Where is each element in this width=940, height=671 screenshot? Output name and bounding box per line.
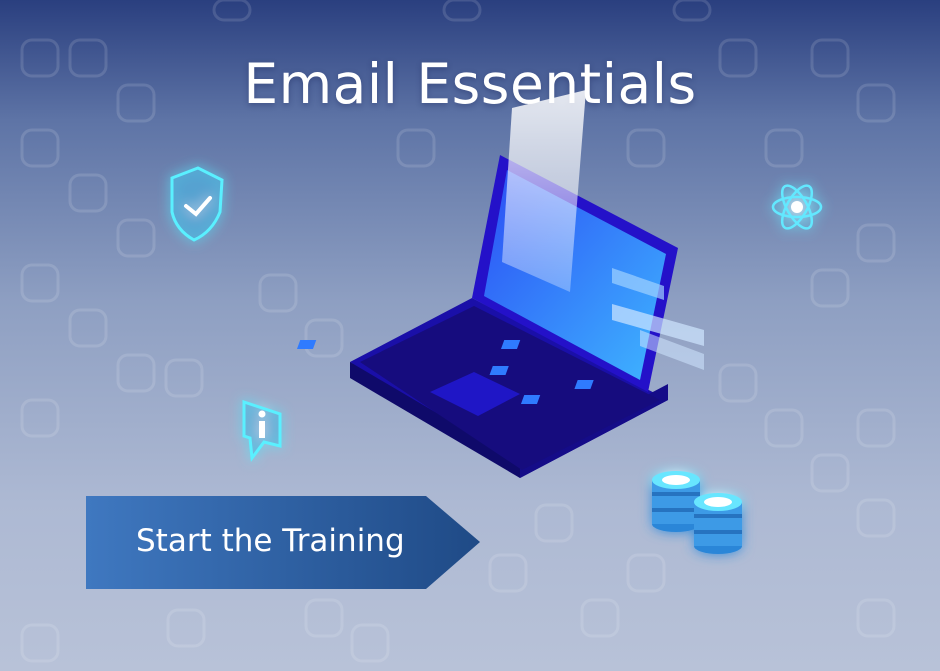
database-stack-icon: [652, 471, 742, 554]
laptop-illustration: [296, 90, 704, 478]
shield-check-icon: [170, 166, 224, 242]
info-bubble-icon: [242, 399, 282, 462]
start-training-button[interactable]: Start the Training: [86, 496, 482, 589]
start-training-label: Start the Training: [136, 523, 405, 559]
arrow-shape: [86, 496, 480, 589]
atom-icon: [771, 184, 823, 230]
course-title: Email Essentials: [243, 52, 697, 116]
